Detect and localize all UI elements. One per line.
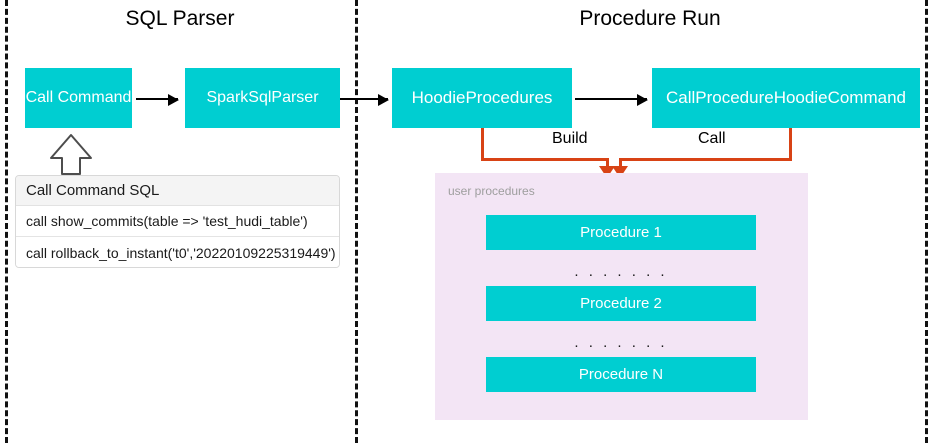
call-command-sql-table: Call Command SQL call show_commits(table… <box>15 175 340 268</box>
connector-label-call: Call <box>692 131 732 147</box>
build-connector-segment-vertical <box>481 128 484 161</box>
arrow-spark-sql-parser-to-hoodie-procedures <box>340 94 389 106</box>
arrow-hoodie-procedures-to-call-procedure-hoodie-command <box>575 94 648 106</box>
procedure-item-n[interactable]: Procedure N <box>486 357 756 392</box>
node-hoodie-procedures[interactable]: HoodieProcedures <box>392 68 572 128</box>
call-connector-segment-drop <box>619 158 622 170</box>
divider-right <box>925 0 928 443</box>
procedure-item-1[interactable]: Procedure 1 <box>486 215 756 250</box>
user-procedures-label: user procedures <box>448 184 535 198</box>
section-title-procedure-run: Procedure Run <box>579 7 721 30</box>
call-connector-segment-horizontal <box>619 158 792 161</box>
sql-table-header: Call Command SQL <box>16 176 339 206</box>
sql-table-row: call show_commits(table => 'test_hudi_ta… <box>16 206 339 237</box>
divider-middle <box>355 0 358 443</box>
call-connector-segment-vertical <box>789 128 792 161</box>
ellipsis-separator: . . . . . . . <box>574 263 668 280</box>
node-call-command[interactable]: Call Command <box>25 68 132 128</box>
procedure-item-2[interactable]: Procedure 2 <box>486 286 756 321</box>
connector-label-build: Build <box>546 131 594 147</box>
divider-left <box>5 0 8 443</box>
sql-table-row: call rollback_to_instant('t0','202201092… <box>16 237 339 267</box>
arrow-call-command-to-spark-sql-parser <box>136 94 179 106</box>
build-connector-segment-drop <box>606 158 609 170</box>
node-call-procedure-hoodie-command[interactable]: CallProcedureHoodieCommand <box>652 68 920 128</box>
node-spark-sql-parser[interactable]: SparkSqlParser <box>185 68 340 128</box>
ellipsis-separator: . . . . . . . <box>574 334 668 351</box>
section-title-sql-parser: SQL Parser <box>125 7 235 30</box>
build-connector-segment-horizontal <box>481 158 609 161</box>
up-arrow-icon <box>47 132 95 181</box>
